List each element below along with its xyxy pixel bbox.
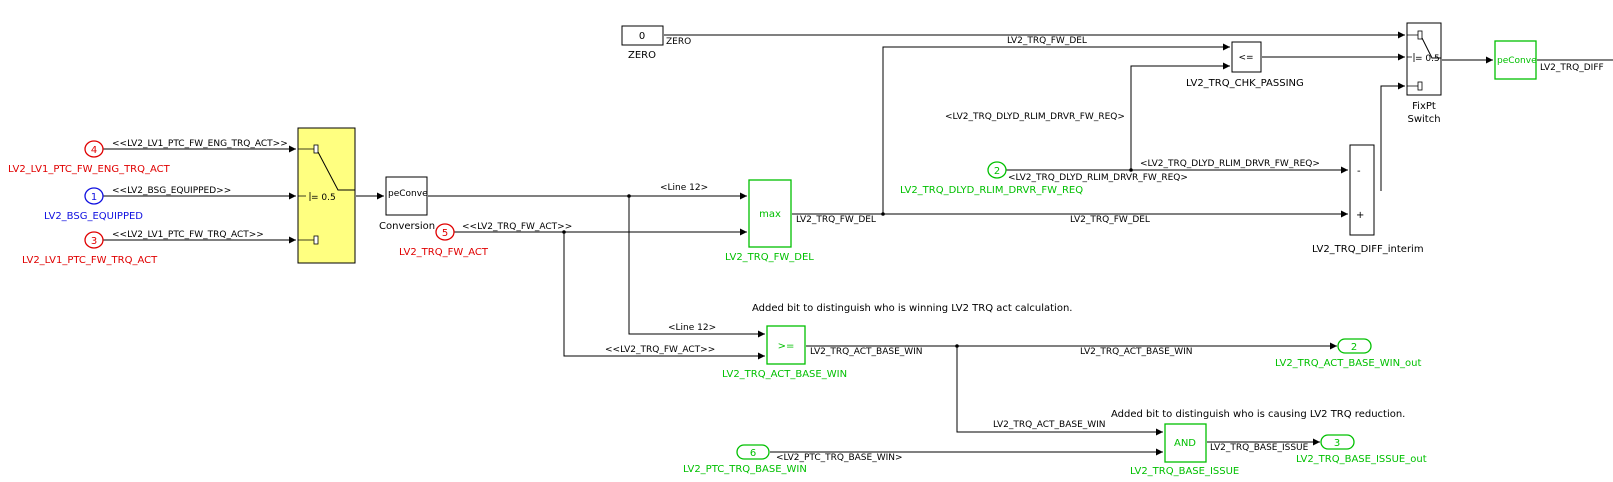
signal-label: <LV2_TRQ_DLYD_RLIM_DRVR_FW_REQ> bbox=[1008, 173, 1188, 183]
signal-label: <Line 12> bbox=[660, 183, 708, 193]
signal-label: <<LV2_LV1_PTC_FW_ENG_TRQ_ACT>> bbox=[112, 139, 288, 149]
fixpt-name-line2: Switch bbox=[1407, 114, 1440, 125]
le-name: LV2_TRQ_CHK_PASSING bbox=[1186, 78, 1304, 89]
sum-minus-sign: - bbox=[1357, 166, 1361, 177]
signal-label: <LV2_TRQ_DLYD_RLIM_DRVR_FW_REQ> bbox=[945, 112, 1125, 122]
and-name: LV2_TRQ_BASE_ISSUE bbox=[1130, 466, 1239, 477]
fixpt-switch-block[interactable]: = 0.5 FixPt Switch bbox=[1406, 22, 1442, 125]
input-switch-block[interactable]: = 0.5 bbox=[297, 127, 356, 264]
signal-label: <<LV2_LV1_PTC_FW_TRQ_ACT>> bbox=[112, 230, 264, 240]
signal-label: <LV2_PTC_TRQ_BASE_WIN> bbox=[776, 453, 903, 463]
inport-name: LV2_TRQ_FW_ACT bbox=[399, 247, 489, 258]
outport-number: 3 bbox=[1334, 438, 1340, 449]
sum-block[interactable]: - + LV2_TRQ_DIFF_interim bbox=[1312, 144, 1424, 255]
inport-number: 2 bbox=[994, 166, 1000, 177]
signal-label: LV2_TRQ_DIFF bbox=[1540, 63, 1604, 73]
and-text: AND bbox=[1174, 438, 1196, 449]
conversion-text: peConve bbox=[388, 189, 428, 199]
sum-name: LV2_TRQ_DIFF_interim bbox=[1312, 244, 1424, 255]
inport-number: 1 bbox=[91, 192, 97, 203]
inport-4[interactable]: 4 LV2_LV1_PTC_FW_ENG_TRQ_ACT bbox=[8, 140, 171, 175]
max-name: LV2_TRQ_FW_DEL bbox=[725, 252, 814, 263]
outport-2[interactable]: 2 LV2_TRQ_ACT_BASE_WIN_out bbox=[1275, 338, 1422, 369]
sum-plus-sign: + bbox=[1356, 210, 1364, 221]
signal-label: LV2_TRQ_ACT_BASE_WIN bbox=[1080, 347, 1193, 357]
inport-name: LV2_LV1_PTC_FW_ENG_TRQ_ACT bbox=[8, 164, 171, 175]
outport-name: LV2_TRQ_BASE_ISSUE_out bbox=[1296, 454, 1427, 465]
inport-number: 6 bbox=[750, 448, 756, 459]
signal-label: <<LV2_TRQ_FW_ACT>> bbox=[462, 222, 572, 232]
signal-label: <<LV2_TRQ_FW_ACT>> bbox=[605, 345, 715, 355]
max-block[interactable]: max LV2_TRQ_FW_DEL bbox=[725, 179, 814, 263]
and-block[interactable]: AND LV2_TRQ_BASE_ISSUE bbox=[1130, 423, 1239, 477]
inport-name: LV2_TRQ_DLYD_RLIM_DRVR_FW_REQ bbox=[900, 185, 1083, 196]
inport-name: LV2_LV1_PTC_FW_TRQ_ACT bbox=[22, 255, 158, 266]
annotation-winning: Added bit to distinguish who is winning … bbox=[752, 303, 1072, 314]
zero-value: 0 bbox=[639, 31, 645, 42]
inport-name: LV2_BSG_EQUIPPED bbox=[44, 211, 143, 222]
signal-label: <Line 12> bbox=[668, 323, 716, 333]
le-text: <= bbox=[1238, 53, 1253, 63]
fixpt-name-line1: FixPt bbox=[1412, 101, 1436, 112]
le-block[interactable]: <= LV2_TRQ_CHK_PASSING bbox=[1186, 41, 1304, 89]
signal-label: LV2_TRQ_BASE_ISSUE bbox=[1210, 443, 1309, 453]
signal-labels: <<LV2_LV1_PTC_FW_ENG_TRQ_ACT>> <<LV2_BSG… bbox=[112, 36, 1604, 463]
ge-name: LV2_TRQ_ACT_BASE_WIN bbox=[722, 369, 847, 380]
output-conversion-block[interactable]: peConve bbox=[1494, 40, 1537, 80]
inport-5[interactable]: 5 LV2_TRQ_FW_ACT bbox=[399, 223, 489, 258]
signal-label: LV2_TRQ_ACT_BASE_WIN bbox=[810, 347, 923, 357]
inport-2[interactable]: 2 LV2_TRQ_DLYD_RLIM_DRVR_FW_REQ bbox=[900, 161, 1083, 196]
inport-1[interactable]: 1 LV2_BSG_EQUIPPED bbox=[44, 187, 143, 222]
signal-label: ZERO bbox=[666, 37, 691, 47]
ge-block[interactable]: >= LV2_TRQ_ACT_BASE_WIN bbox=[722, 325, 847, 380]
outport-name: LV2_TRQ_ACT_BASE_WIN_out bbox=[1275, 358, 1422, 369]
annotation-reduction: Added bit to distinguish who is causing … bbox=[1111, 409, 1405, 420]
signal-label: <LV2_TRQ_DLYD_RLIM_DRVR_FW_REQ> bbox=[1140, 159, 1320, 169]
zero-name: ZERO bbox=[628, 50, 656, 61]
output-conversion-text: peConve bbox=[1497, 56, 1537, 66]
signal-label: <<LV2_BSG_EQUIPPED>> bbox=[112, 186, 231, 196]
signal-label: LV2_TRQ_FW_DEL bbox=[1070, 215, 1150, 225]
outport-number: 2 bbox=[1351, 342, 1357, 353]
signal-label: LV2_TRQ_FW_DEL bbox=[1007, 36, 1087, 46]
conversion-name: Conversion bbox=[379, 221, 435, 232]
inport-3[interactable]: 3 LV2_LV1_PTC_FW_TRQ_ACT bbox=[22, 231, 158, 266]
switch-threshold: = 0.5 bbox=[311, 193, 336, 203]
inport-number: 3 bbox=[91, 236, 97, 247]
conversion-block[interactable]: peConve Conversion bbox=[379, 176, 435, 232]
max-text: max bbox=[759, 209, 781, 220]
ge-text: >= bbox=[778, 341, 795, 352]
fixpt-threshold: = 0.5 bbox=[1415, 54, 1440, 64]
inport-name: LV2_PTC_TRQ_BASE_WIN bbox=[683, 464, 807, 475]
wires bbox=[103, 31, 1613, 456]
signal-label: LV2_TRQ_FW_DEL bbox=[796, 215, 876, 225]
inport-6[interactable]: 6 LV2_PTC_TRQ_BASE_WIN bbox=[683, 444, 807, 475]
zero-constant-block[interactable]: 0 ZERO bbox=[621, 25, 664, 61]
outport-3[interactable]: 3 LV2_TRQ_BASE_ISSUE_out bbox=[1296, 434, 1427, 465]
inport-number: 4 bbox=[91, 145, 97, 156]
inport-number: 5 bbox=[442, 228, 448, 239]
signal-label: LV2_TRQ_ACT_BASE_WIN bbox=[993, 420, 1106, 430]
